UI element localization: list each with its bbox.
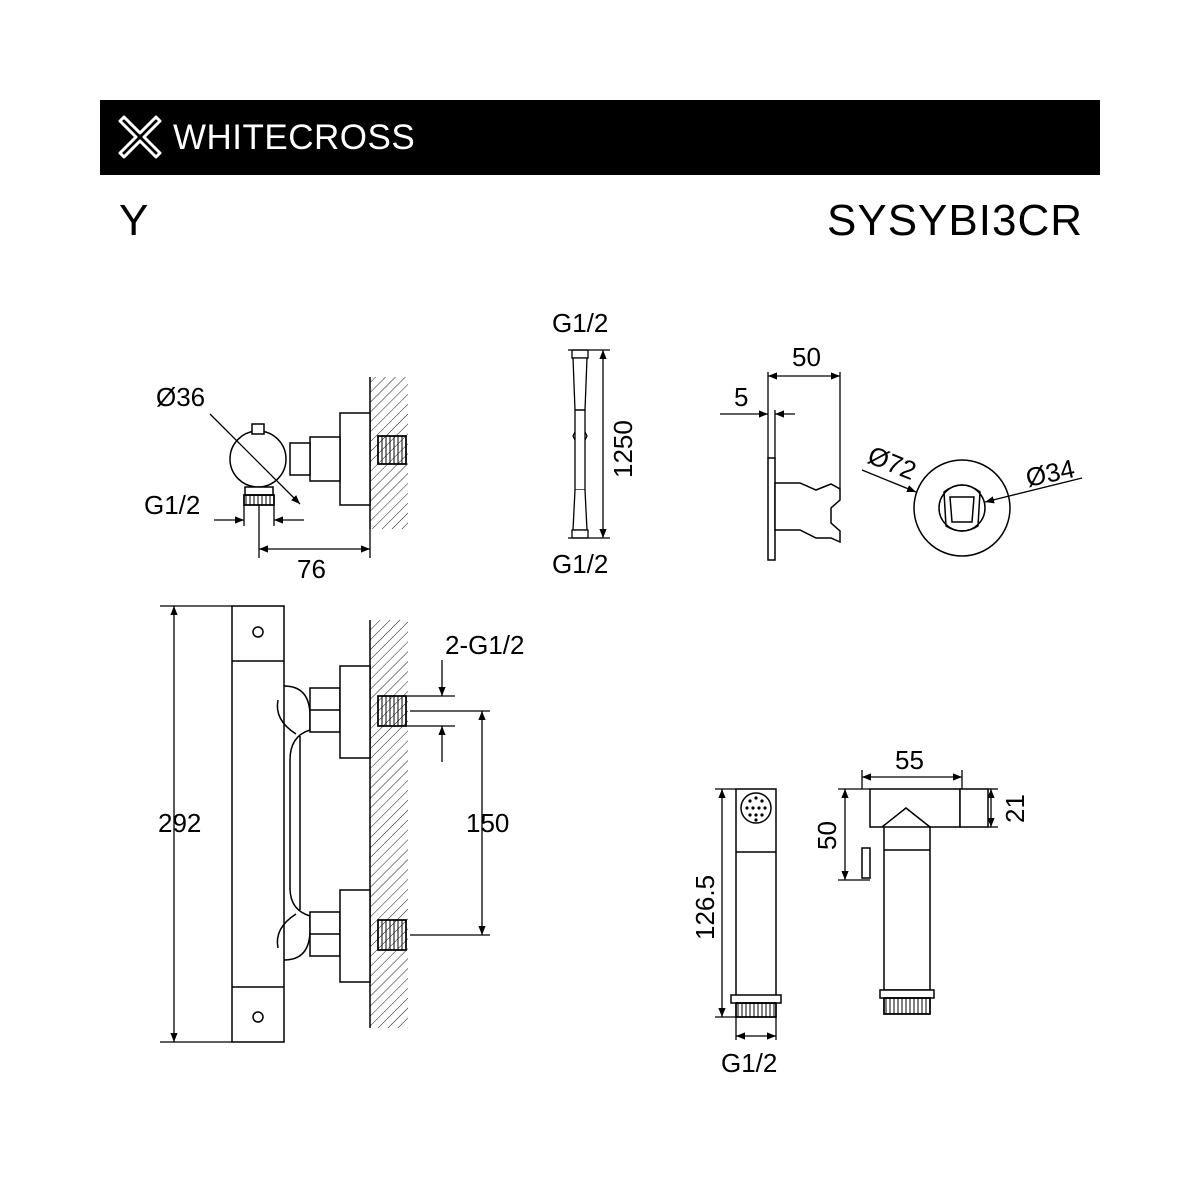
dim-sprayer-thread: G1/2: [721, 1048, 777, 1078]
dim-holder-plate: 5: [734, 382, 748, 412]
dim-inlet-threads: 2-G1/2: [445, 630, 525, 660]
valve-front-view: [231, 605, 408, 1043]
wall-holder-front-view: [913, 459, 1011, 557]
dim-valve-wall-depth: 76: [297, 554, 326, 584]
wall-bracket-view: [861, 788, 989, 1015]
wall-holder-front-dimensions: [861, 469, 1083, 504]
wall-holder-dimensions: [720, 372, 841, 489]
dim-valve-outlet-thread: G1/2: [144, 490, 200, 520]
wall-holder-side-view: [767, 457, 841, 561]
dim-sprayer-length: 126.5: [690, 875, 720, 940]
dim-bracket-width: 55: [895, 745, 924, 775]
valve-front-dimensions: [160, 605, 490, 1043]
brand-banner: WHITECROSS: [100, 100, 1100, 175]
dim-inlet-spacing: 150: [466, 808, 509, 838]
hand-sprayer-view: [730, 788, 782, 1018]
dim-holder-hole: Ø34: [1023, 453, 1077, 493]
dim-hose-length: 1250: [608, 420, 638, 478]
wall-bracket-dimensions: [838, 770, 998, 881]
brand-name: WHITECROSS: [173, 118, 416, 157]
dim-bracket-outlet: 21: [1000, 794, 1030, 823]
hand-sprayer-dimensions: [715, 788, 777, 1040]
dim-valve-height: 292: [158, 808, 201, 838]
dim-holder-rosette: Ø72: [864, 440, 921, 486]
dim-holder-depth: 50: [792, 342, 821, 372]
shower-hose-view: [568, 349, 610, 539]
dim-hose-top-thread: G1/2: [552, 308, 608, 338]
cross-logo-icon: [118, 115, 162, 159]
model-code: SYSYBI3CR: [827, 196, 1083, 245]
dim-bracket-height: 50: [812, 821, 842, 850]
series-name: Y: [119, 196, 149, 245]
valve-side-dimensions: [209, 413, 371, 558]
valve-side-view: [229, 377, 408, 529]
dim-hose-bottom-thread: G1/2: [552, 549, 608, 579]
dim-valve-diameter: Ø36: [156, 382, 205, 412]
